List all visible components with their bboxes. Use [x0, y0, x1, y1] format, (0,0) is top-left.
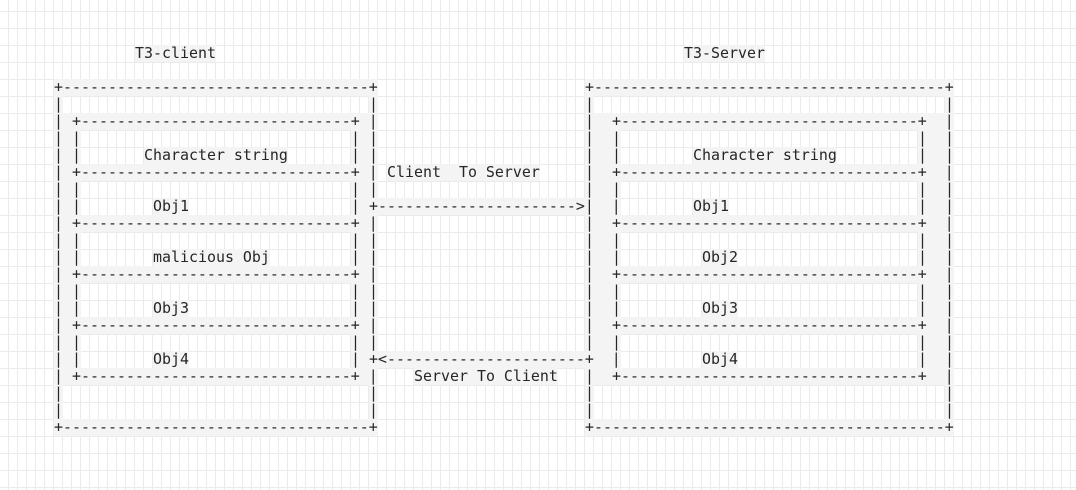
client-item-character-string: Character string [144, 146, 288, 164]
server-inner-border: | +---------------------------------+ | [585, 367, 954, 385]
server-inner-border: | +---------------------------------+ | [585, 112, 954, 130]
ascii-border-run: | | [918, 333, 954, 351]
ascii-border-run: | | [351, 248, 378, 266]
ascii-border-run: | | [54, 282, 81, 300]
ascii-border-run: | [585, 401, 594, 419]
client-inner-border: | +------------------------------+ | [54, 112, 378, 130]
client-item-obj3: Obj3 [153, 299, 189, 317]
server-outer-border-top: +---------------------------------------… [585, 78, 954, 96]
ascii-border-run: | [945, 401, 954, 419]
ascii-border-run: | | [918, 282, 954, 300]
ascii-border-run: | | [54, 180, 81, 198]
ascii-border-run: | | [54, 248, 81, 266]
ascii-border-run: | [369, 384, 378, 402]
ascii-border-run: | [585, 95, 594, 113]
server-item-character-string: Character string [693, 146, 837, 164]
ascii-border-run: | | [351, 129, 378, 147]
ascii-border-run: | | [918, 146, 954, 164]
client-inner-border: | +------------------------------+ | [54, 367, 378, 385]
server-item-obj2: Obj2 [702, 248, 738, 266]
ascii-border-run: | | [918, 197, 954, 215]
ascii-border-run: | [585, 384, 594, 402]
ascii-border-run: | | [918, 299, 954, 317]
client-to-server-arrow: | +---------------------->| | [351, 197, 621, 215]
ascii-border-run: | | [918, 248, 954, 266]
client-outer-border-top: +----------------------------------+ [54, 78, 378, 96]
client-inner-border: | +------------------------------+ | [54, 214, 378, 232]
ascii-border-run: | | [351, 282, 378, 300]
ascii-border-run: | [369, 401, 378, 419]
ascii-border-run: | | [351, 180, 378, 198]
ascii-border-run: | | [918, 350, 954, 368]
client-inner-border: | +------------------------------+ | [54, 265, 378, 283]
client-item-malicious-obj: malicious Obj [153, 248, 270, 266]
client-inner-border: | +------------------------------+ | [54, 316, 378, 334]
ascii-border-run: | | [54, 299, 81, 317]
ascii-border-run: | | [585, 333, 621, 351]
client-outer-border-bottom: +----------------------------------+ [54, 418, 378, 436]
ascii-border-run: | | [585, 248, 621, 266]
ascii-border-run: | | [54, 231, 81, 249]
server-inner-border: | +---------------------------------+ | [585, 265, 954, 283]
client-item-obj1: Obj1 [153, 197, 189, 215]
ascii-border-run: | | [54, 197, 81, 215]
server-to-client-arrow: | +<----------------------+ | [351, 350, 621, 368]
ascii-border-run: | | [585, 299, 621, 317]
ascii-border-run: | [54, 401, 63, 419]
ascii-border-run: | | [351, 333, 378, 351]
ascii-border-run: | [945, 384, 954, 402]
client-box-title: T3-client [135, 44, 216, 62]
ascii-border-run: | | [54, 146, 81, 164]
ascii-border-run: | [369, 95, 378, 113]
server-item-obj3: Obj3 [702, 299, 738, 317]
ascii-border-run: | | [918, 180, 954, 198]
ascii-border-run: | [945, 95, 954, 113]
client-item-obj4: Obj4 [153, 350, 189, 368]
ascii-border-run: | | [585, 231, 621, 249]
ascii-border-run: | | [54, 333, 81, 351]
ascii-border-run: | | [54, 129, 81, 147]
server-to-client-label: Server To Client [414, 367, 558, 385]
server-box-title: T3-Server [684, 44, 765, 62]
ascii-border-run: | [54, 95, 63, 113]
server-inner-border: | +---------------------------------+ | [585, 163, 954, 181]
client-to-server-label: Client To Server [387, 163, 540, 181]
server-inner-border: | +---------------------------------+ | [585, 214, 954, 232]
client-inner-border: | +------------------------------+ | [54, 163, 378, 181]
ascii-border-run: | | [351, 299, 378, 317]
server-outer-border-bottom: +---------------------------------------… [585, 418, 954, 436]
ascii-border-run: | | [585, 180, 621, 198]
ascii-border-run: | | [351, 231, 378, 249]
ascii-border-run: | | [585, 282, 621, 300]
server-item-obj1: Obj1 [693, 197, 729, 215]
ascii-border-run: | | [585, 146, 621, 164]
server-inner-border: | +---------------------------------+ | [585, 316, 954, 334]
ascii-border-run: | | [54, 350, 81, 368]
ascii-border-run: | | [918, 231, 954, 249]
server-item-obj4: Obj4 [702, 350, 738, 368]
ascii-border-run: | | [918, 129, 954, 147]
ascii-border-run: | [54, 384, 63, 402]
ascii-border-run: | | [351, 146, 378, 164]
ascii-border-run: | | [585, 129, 621, 147]
